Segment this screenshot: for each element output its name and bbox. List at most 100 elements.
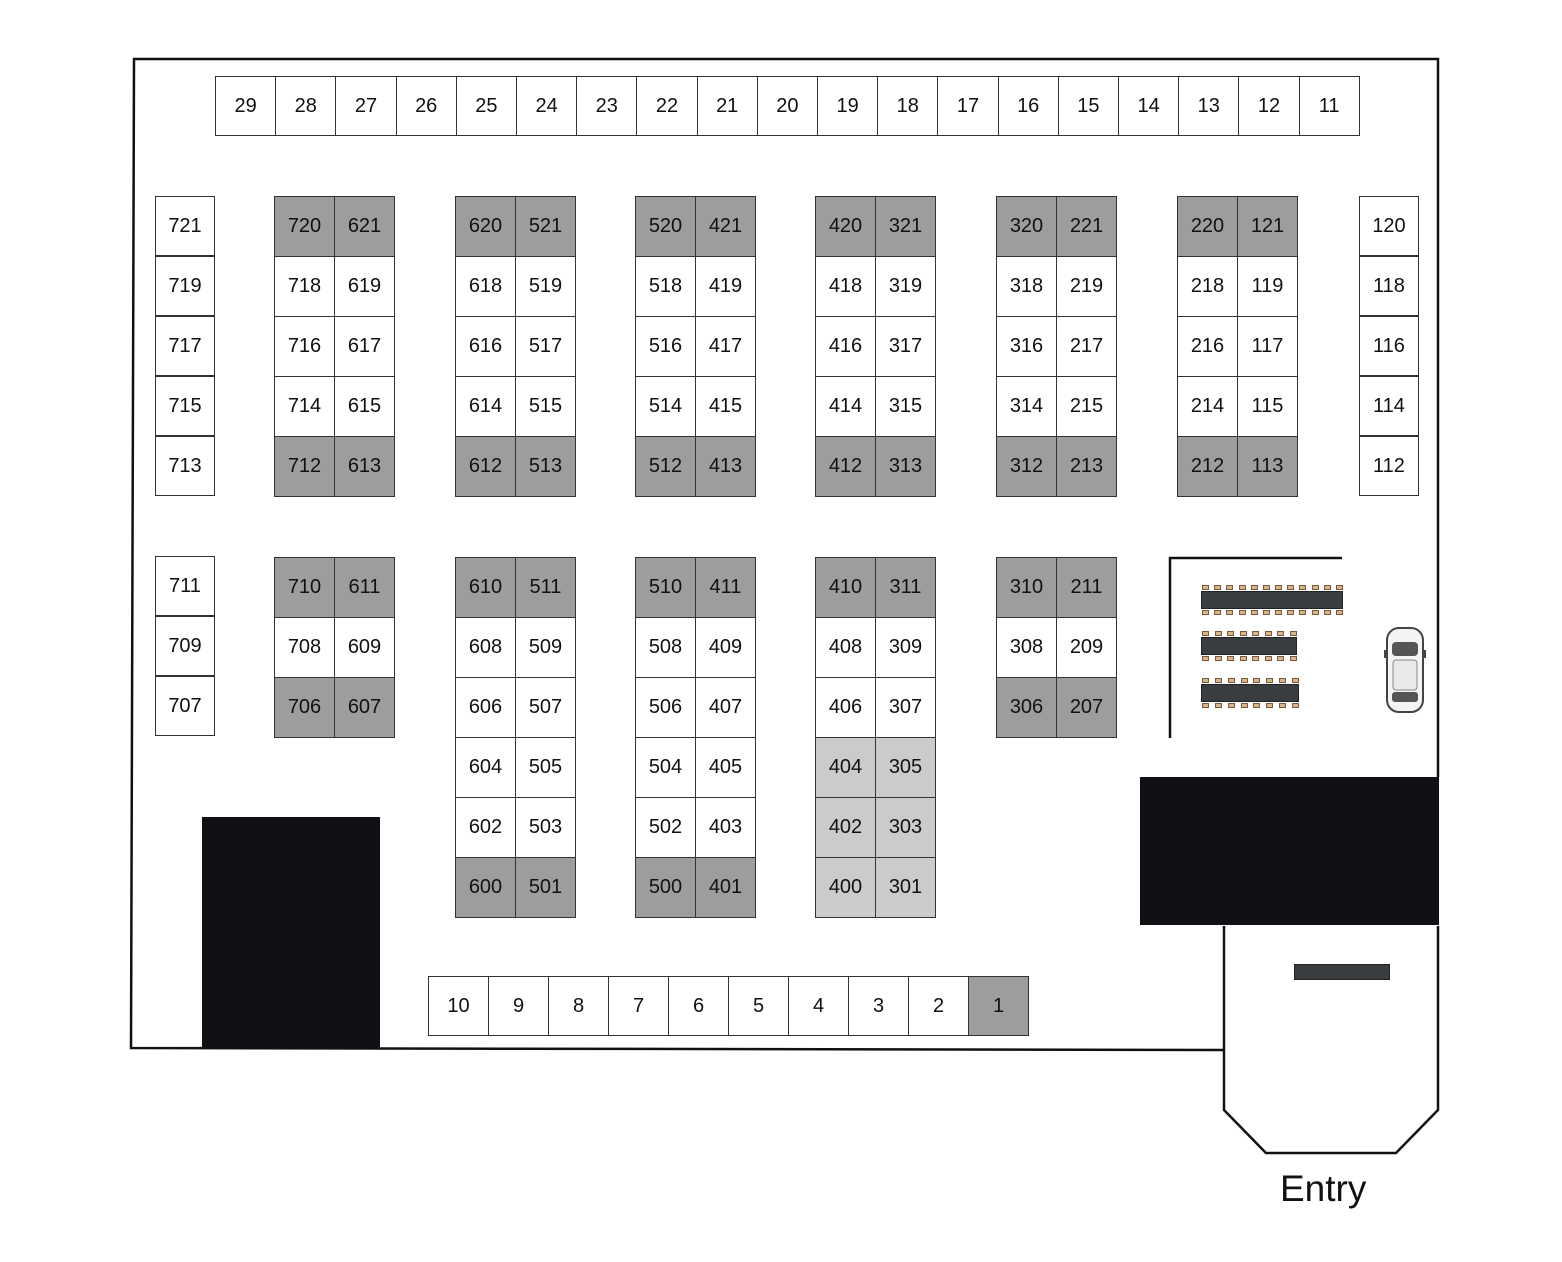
booth-517[interactable]: 517 bbox=[515, 316, 576, 377]
booth-419[interactable]: 419 bbox=[695, 256, 756, 317]
booth-4[interactable]: 4 bbox=[788, 976, 849, 1036]
booth-20[interactable]: 20 bbox=[756, 76, 818, 136]
booth-13[interactable]: 13 bbox=[1178, 76, 1240, 136]
booth-407[interactable]: 407 bbox=[695, 677, 756, 738]
booth-500[interactable]: 500 bbox=[635, 857, 696, 918]
booth-25[interactable]: 25 bbox=[455, 76, 517, 136]
booth-421[interactable]: 421 bbox=[695, 196, 756, 257]
booth-715[interactable]: 715 bbox=[155, 376, 215, 436]
booth-405[interactable]: 405 bbox=[695, 737, 756, 798]
booth-710[interactable]: 710 bbox=[274, 557, 335, 618]
booth-21[interactable]: 21 bbox=[696, 76, 758, 136]
booth-23[interactable]: 23 bbox=[576, 76, 638, 136]
booth-312[interactable]: 312 bbox=[996, 436, 1057, 497]
booth-214[interactable]: 214 bbox=[1177, 376, 1238, 437]
booth-9[interactable]: 9 bbox=[488, 976, 549, 1036]
booth-413[interactable]: 413 bbox=[695, 436, 756, 497]
booth-520[interactable]: 520 bbox=[635, 196, 696, 257]
booth-607[interactable]: 607 bbox=[334, 677, 395, 738]
booth-403[interactable]: 403 bbox=[695, 797, 756, 858]
booth-719[interactable]: 719 bbox=[155, 256, 215, 316]
booth-712[interactable]: 712 bbox=[274, 436, 335, 497]
booth-612[interactable]: 612 bbox=[455, 436, 516, 497]
booth-510[interactable]: 510 bbox=[635, 557, 696, 618]
booth-7[interactable]: 7 bbox=[608, 976, 669, 1036]
booth-503[interactable]: 503 bbox=[515, 797, 576, 858]
booth-706[interactable]: 706 bbox=[274, 677, 335, 738]
booth-115[interactable]: 115 bbox=[1237, 376, 1298, 437]
booth-720[interactable]: 720 bbox=[274, 196, 335, 257]
booth-516[interactable]: 516 bbox=[635, 316, 696, 377]
booth-613[interactable]: 613 bbox=[334, 436, 395, 497]
booth-505[interactable]: 505 bbox=[515, 737, 576, 798]
booth-5[interactable]: 5 bbox=[728, 976, 789, 1036]
booth-215[interactable]: 215 bbox=[1056, 376, 1117, 437]
booth-119[interactable]: 119 bbox=[1237, 256, 1298, 317]
booth-14[interactable]: 14 bbox=[1118, 76, 1180, 136]
booth-521[interactable]: 521 bbox=[515, 196, 576, 257]
booth-309[interactable]: 309 bbox=[875, 617, 936, 678]
booth-721[interactable]: 721 bbox=[155, 196, 215, 256]
booth-410[interactable]: 410 bbox=[815, 557, 876, 618]
booth-28[interactable]: 28 bbox=[275, 76, 337, 136]
booth-515[interactable]: 515 bbox=[515, 376, 576, 437]
booth-217[interactable]: 217 bbox=[1056, 316, 1117, 377]
booth-315[interactable]: 315 bbox=[875, 376, 936, 437]
booth-316[interactable]: 316 bbox=[996, 316, 1057, 377]
booth-512[interactable]: 512 bbox=[635, 436, 696, 497]
booth-713[interactable]: 713 bbox=[155, 436, 215, 496]
booth-404[interactable]: 404 bbox=[815, 737, 876, 798]
booth-213[interactable]: 213 bbox=[1056, 436, 1117, 497]
booth-513[interactable]: 513 bbox=[515, 436, 576, 497]
booth-511[interactable]: 511 bbox=[515, 557, 576, 618]
booth-3[interactable]: 3 bbox=[848, 976, 909, 1036]
booth-514[interactable]: 514 bbox=[635, 376, 696, 437]
booth-17[interactable]: 17 bbox=[937, 76, 999, 136]
booth-716[interactable]: 716 bbox=[274, 316, 335, 377]
booth-10[interactable]: 10 bbox=[428, 976, 489, 1036]
booth-26[interactable]: 26 bbox=[395, 76, 457, 136]
booth-305[interactable]: 305 bbox=[875, 737, 936, 798]
booth-221[interactable]: 221 bbox=[1056, 196, 1117, 257]
booth-707[interactable]: 707 bbox=[155, 676, 215, 736]
booth-604[interactable]: 604 bbox=[455, 737, 516, 798]
booth-308[interactable]: 308 bbox=[996, 617, 1057, 678]
booth-24[interactable]: 24 bbox=[516, 76, 578, 136]
booth-211[interactable]: 211 bbox=[1056, 557, 1117, 618]
booth-320[interactable]: 320 bbox=[996, 196, 1057, 257]
booth-207[interactable]: 207 bbox=[1056, 677, 1117, 738]
booth-1[interactable]: 1 bbox=[968, 976, 1029, 1036]
booth-219[interactable]: 219 bbox=[1056, 256, 1117, 317]
booth-12[interactable]: 12 bbox=[1238, 76, 1300, 136]
booth-209[interactable]: 209 bbox=[1056, 617, 1117, 678]
booth-303[interactable]: 303 bbox=[875, 797, 936, 858]
booth-114[interactable]: 114 bbox=[1359, 376, 1419, 436]
booth-717[interactable]: 717 bbox=[155, 316, 215, 376]
booth-321[interactable]: 321 bbox=[875, 196, 936, 257]
booth-117[interactable]: 117 bbox=[1237, 316, 1298, 377]
booth-218[interactable]: 218 bbox=[1177, 256, 1238, 317]
booth-600[interactable]: 600 bbox=[455, 857, 516, 918]
booth-420[interactable]: 420 bbox=[815, 196, 876, 257]
booth-610[interactable]: 610 bbox=[455, 557, 516, 618]
booth-318[interactable]: 318 bbox=[996, 256, 1057, 317]
booth-406[interactable]: 406 bbox=[815, 677, 876, 738]
booth-116[interactable]: 116 bbox=[1359, 316, 1419, 376]
booth-220[interactable]: 220 bbox=[1177, 196, 1238, 257]
booth-414[interactable]: 414 bbox=[815, 376, 876, 437]
booth-400[interactable]: 400 bbox=[815, 857, 876, 918]
booth-11[interactable]: 11 bbox=[1298, 76, 1360, 136]
booth-306[interactable]: 306 bbox=[996, 677, 1057, 738]
booth-606[interactable]: 606 bbox=[455, 677, 516, 738]
booth-402[interactable]: 402 bbox=[815, 797, 876, 858]
booth-8[interactable]: 8 bbox=[548, 976, 609, 1036]
booth-412[interactable]: 412 bbox=[815, 436, 876, 497]
booth-16[interactable]: 16 bbox=[997, 76, 1059, 136]
booth-307[interactable]: 307 bbox=[875, 677, 936, 738]
booth-301[interactable]: 301 bbox=[875, 857, 936, 918]
booth-416[interactable]: 416 bbox=[815, 316, 876, 377]
booth-609[interactable]: 609 bbox=[334, 617, 395, 678]
booth-212[interactable]: 212 bbox=[1177, 436, 1238, 497]
booth-614[interactable]: 614 bbox=[455, 376, 516, 437]
booth-418[interactable]: 418 bbox=[815, 256, 876, 317]
